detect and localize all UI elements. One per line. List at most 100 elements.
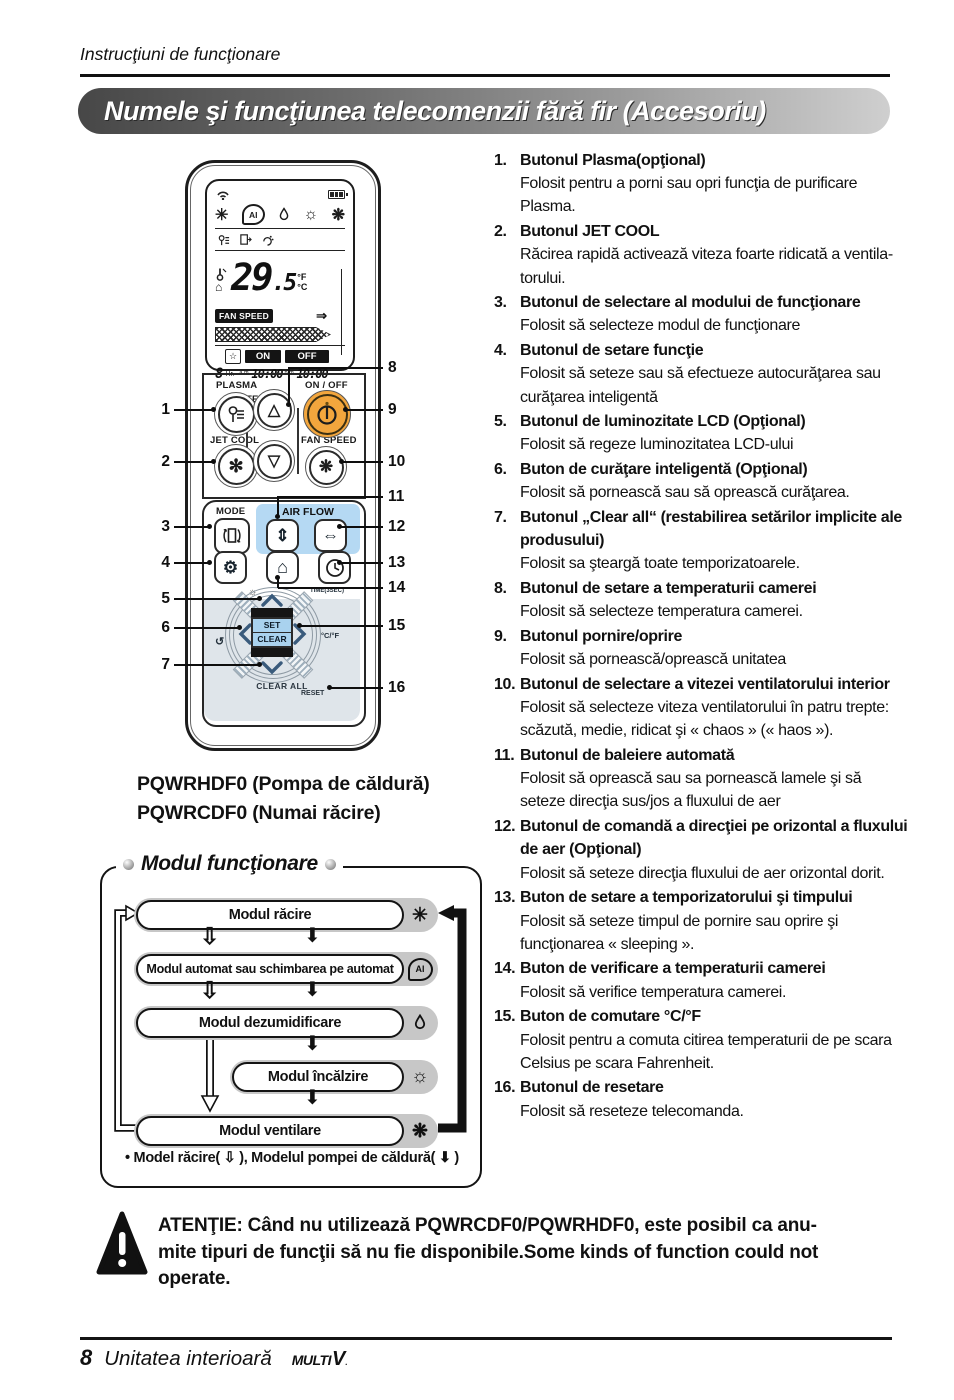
description-item: 15. Buton de comutare °C/°F Folosit pent… bbox=[494, 1005, 908, 1075]
unit-fahrenheit: °F bbox=[297, 272, 307, 282]
airflow-label: AIR FLOW bbox=[282, 506, 334, 518]
remote-upper-buttons-frame bbox=[202, 373, 366, 499]
airflow-leftright-button: ⇔ bbox=[314, 519, 347, 552]
item-number: 5. bbox=[494, 413, 507, 431]
item-number: 10. bbox=[494, 675, 516, 693]
operation-mode-box: Modul funcţionare Modul răcire ✳ ⇩ ⬇ Mod… bbox=[100, 852, 482, 1188]
plasma-button bbox=[214, 392, 258, 436]
item-title: Butonul de selectare a vitezei ventilato… bbox=[520, 675, 890, 693]
item-body: Folosit să selecteze viteza ventilatorul… bbox=[520, 699, 889, 740]
callout-line bbox=[174, 461, 214, 463]
description-item: 14. Buton de verificare a temperaturii c… bbox=[494, 957, 908, 1003]
sun-icon: ☼ bbox=[303, 205, 319, 223]
item-body: Folosit să selecteze temperatura camerei… bbox=[520, 603, 803, 621]
callout-line bbox=[340, 562, 383, 564]
filled-down-arrow-icon: ⬇ bbox=[304, 979, 321, 1001]
mode-pill-fan: Modul ventilare ❋ bbox=[134, 1114, 438, 1148]
callout-14: 14 bbox=[388, 579, 406, 596]
lcd-temp-value: 29.5 bbox=[231, 255, 297, 299]
item-number: 9. bbox=[494, 628, 507, 646]
warning-text: ATENŢIE: Când nu utilizează PQWRCDF0/PQW… bbox=[158, 1215, 819, 1289]
item-title: Butonul de setare funcţie bbox=[520, 342, 704, 360]
onoff-label: ON / OFF bbox=[305, 380, 348, 391]
timer-on-label: ON bbox=[245, 350, 281, 363]
footer: 8 Unitatea interioară MULTI V . bbox=[80, 1345, 348, 1371]
fan-icon: ❋ bbox=[331, 206, 345, 224]
item-body: Folosit să selecteze modul de funcţionar… bbox=[520, 317, 801, 335]
item-number: 3. bbox=[494, 294, 507, 312]
item-body: Folosit să regeze luminozitatea LCD-ului bbox=[520, 436, 794, 454]
item-title: Butonul de luminozitate LCD (Opţional) bbox=[520, 413, 806, 431]
room-temp-button: ⌂ bbox=[266, 551, 299, 584]
set-label: SET bbox=[263, 620, 281, 630]
item-number: 6. bbox=[494, 461, 507, 479]
item-number: 7. bbox=[494, 509, 507, 527]
description-item: 16. Butonul de resetare Folosit să reset… bbox=[494, 1076, 908, 1122]
callout-line bbox=[278, 587, 383, 589]
item-body: Folosit să verifice temperatura camerei. bbox=[520, 983, 787, 1001]
item-number: 16. bbox=[494, 1079, 516, 1097]
warning-triangle-icon bbox=[96, 1211, 148, 1275]
callout-9: 9 bbox=[388, 401, 397, 418]
mode-pill-cooling: Modul răcire ✳ bbox=[134, 898, 438, 932]
clock-icon bbox=[325, 558, 344, 577]
item-body: Folosit să reseteze telecomanda. bbox=[520, 1102, 744, 1120]
temp-bracket-left bbox=[246, 408, 248, 474]
title-dot-icon bbox=[324, 858, 336, 870]
dpad-ring-outer bbox=[225, 587, 321, 683]
mode-cycle-icon bbox=[223, 528, 241, 543]
center-top-bar bbox=[251, 608, 293, 617]
page-title: Numele şi funcţiunea telecomenzii fără f… bbox=[104, 95, 766, 126]
item-title: Butonul de comandă a direcţiei pe orizon… bbox=[520, 818, 908, 859]
mode-loop-arrows bbox=[114, 904, 467, 1133]
page-number: 8 bbox=[80, 1345, 93, 1370]
item-title: Butonul JET COOL bbox=[520, 223, 660, 241]
model-line-1: PQWRHDF0 (Pompa de căldură) bbox=[137, 773, 430, 795]
snowflake-icon: ✳ bbox=[412, 904, 428, 926]
description-item: 6. Buton de curăţare inteligentă (Opţion… bbox=[494, 458, 908, 504]
jetcool-label: JET COOL bbox=[210, 435, 260, 446]
item-number: 15. bbox=[494, 1008, 516, 1026]
battery-icon bbox=[328, 189, 348, 199]
callout-line bbox=[289, 367, 383, 369]
droplet-icon bbox=[279, 206, 289, 220]
description-item: 13. Buton de setare a temporizatorului ş… bbox=[494, 886, 908, 956]
fan-icon: ❋ bbox=[412, 1120, 428, 1142]
filled-down-arrow-icon: ⬇ bbox=[304, 925, 321, 947]
item-body: Folosit să seteze direcţia fluxului de a… bbox=[520, 864, 885, 882]
autoclean-mini-icon bbox=[240, 234, 252, 245]
fan-arrow-icon: ⇒ bbox=[316, 308, 327, 323]
model-line-2: PQWRCDF0 (Numai răcire) bbox=[137, 801, 381, 824]
item-number: 12. bbox=[494, 818, 516, 836]
fan-blade-icon: ❋ bbox=[318, 457, 334, 476]
item-body: Folosit să pornească sau să oprească cur… bbox=[520, 484, 850, 502]
description-item: 8. Butonul de setare a temperaturii came… bbox=[494, 577, 908, 623]
description-item: 3. Butonul de selectare al modului de fu… bbox=[494, 291, 908, 337]
dpad-left-chevron bbox=[238, 623, 252, 645]
outline-down-arrow-icon: ⇩ bbox=[200, 977, 220, 1003]
filled-down-arrow-icon: ⬇ bbox=[304, 1033, 321, 1055]
swirl-icon: ↺ bbox=[215, 636, 225, 648]
item-number: 1. bbox=[494, 152, 507, 169]
item-title: Butonul de selectare al modului de funcţ… bbox=[520, 294, 861, 312]
section-title-bar: Numele şi funcţiunea telecomenzii fără f… bbox=[78, 88, 890, 134]
callout-12: 12 bbox=[388, 518, 406, 535]
set-clear-control: SET CLEAR bbox=[251, 608, 293, 657]
house-icon: ⌂ bbox=[215, 280, 223, 294]
reset-label: RESET bbox=[301, 690, 325, 697]
plasma-label: PLASMA bbox=[216, 380, 258, 391]
fanspeed-button: ❋ bbox=[305, 446, 347, 488]
jetcool-swirl-icon: ✻ bbox=[228, 455, 244, 476]
callout-7: 7 bbox=[161, 656, 170, 673]
callout-line bbox=[300, 625, 383, 627]
item-number: 4. bbox=[494, 342, 507, 360]
item-body: Folosit să seteze sau să efectueze autoc… bbox=[520, 365, 881, 406]
function-set-button: ⚙ bbox=[214, 551, 247, 584]
item-number: 8. bbox=[494, 580, 507, 598]
fanspeed-label: FAN SPEED bbox=[301, 435, 357, 446]
callout-line bbox=[174, 526, 210, 528]
lcd-temperature: ⌂ 29.5 °F °C bbox=[215, 254, 345, 306]
timer-button bbox=[318, 551, 351, 584]
item-body: Răcirea rapidă activează viteza foarte r… bbox=[520, 246, 894, 287]
snowflake-icon: ✳ bbox=[215, 206, 229, 224]
